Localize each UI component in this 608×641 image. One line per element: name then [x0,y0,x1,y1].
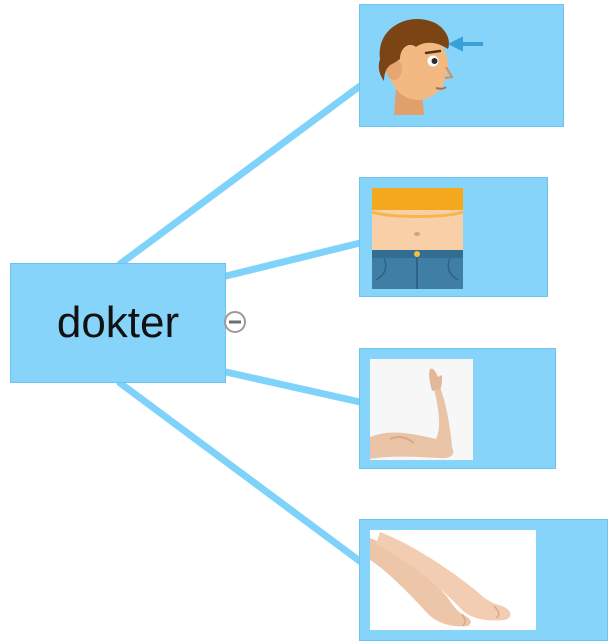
arrow-icon [448,35,484,53]
child-node-head[interactable] [359,4,564,127]
root-node[interactable]: dokter [10,263,226,383]
connector-root-child2 [222,239,364,280]
belly-icon [370,188,465,289]
child-node-arm[interactable] [359,348,556,469]
connector-root-child4 [116,379,369,569]
child-node-legs[interactable] [359,519,608,641]
head-face-icon [366,11,456,119]
minus-circle-icon[interactable] [221,308,249,336]
arm-photo [370,359,473,460]
connector-root-child1 [116,82,364,268]
root-label: dokter [56,298,180,347]
legs-feet-photo [370,530,536,630]
connector-root-child3 [222,368,364,406]
child-node-belly[interactable] [359,177,548,297]
